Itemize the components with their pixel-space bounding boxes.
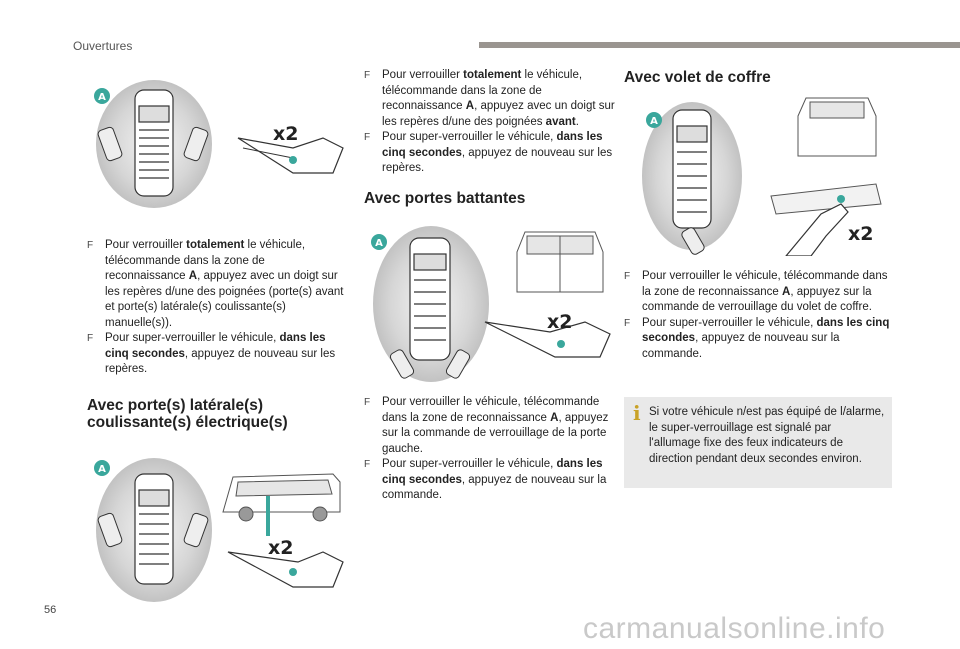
press-twice-label: x2 bbox=[273, 123, 298, 145]
info-box: i Si votre véhicule n/est pas équipé de … bbox=[624, 397, 892, 488]
tailgate-handle-closeup bbox=[770, 183, 882, 215]
info-text: Si votre véhicule n/est pas équipé de l/… bbox=[649, 406, 885, 465]
key-fobs bbox=[97, 512, 209, 548]
page-number: 56 bbox=[44, 604, 57, 616]
press-twice-label: x2 bbox=[268, 537, 293, 559]
key-fobs bbox=[389, 349, 471, 379]
col1-instructions: F Pour verrouiller totalement le véhicul… bbox=[87, 238, 345, 378]
instruction-item: F Pour super-verrouiller le véhicule, da… bbox=[87, 332, 336, 375]
zone-marker: A bbox=[94, 460, 110, 476]
press-twice-label: x2 bbox=[547, 311, 572, 333]
instruction-item: F Pour verrouiller le véhicule, télécomm… bbox=[364, 396, 609, 455]
arrow-indicator bbox=[266, 496, 270, 536]
header-bar bbox=[479, 42, 960, 48]
instruction-item: F Pour super-verrouiller le véhicule, da… bbox=[364, 458, 607, 501]
van-top-view bbox=[134, 473, 174, 585]
van-side-view bbox=[222, 473, 341, 522]
instruction-item: F Pour verrouiller totalement le véhicul… bbox=[87, 239, 344, 329]
zone-marker: A bbox=[94, 88, 110, 104]
hand-pressing-button bbox=[785, 203, 849, 256]
heading-swing-doors: Avec portes battantes bbox=[364, 190, 526, 207]
svg-text:A: A bbox=[98, 92, 106, 103]
instruction-item: F Pour super-verrouiller le véhicule, da… bbox=[364, 131, 613, 174]
col3-instructions: F Pour verrouiller le véhicule, télécomm… bbox=[624, 269, 890, 362]
illustration-electric-sliding-doors: A x2 bbox=[94, 458, 344, 602]
bullet-icon: F bbox=[364, 397, 371, 408]
van-top-view bbox=[409, 237, 451, 361]
bullet-icon: F bbox=[624, 271, 631, 282]
col2-instructions-bottom: F Pour verrouiller le véhicule, télécomm… bbox=[364, 395, 618, 504]
bullet-icon: F bbox=[364, 459, 371, 470]
van-top-view bbox=[134, 89, 174, 197]
instruction-item: F Pour super-verrouiller le véhicule, da… bbox=[624, 316, 890, 360]
watermark: carmanualsonline.info bbox=[583, 612, 886, 645]
zone-marker: A bbox=[371, 234, 387, 250]
svg-text:A: A bbox=[650, 116, 658, 127]
bullet-icon: F bbox=[624, 317, 631, 329]
bullet-icon: F bbox=[364, 132, 371, 143]
hand-pressing-handle bbox=[237, 137, 344, 174]
info-icon: i bbox=[633, 401, 641, 425]
van-rear-view bbox=[516, 231, 604, 293]
key-fob bbox=[681, 227, 705, 255]
press-twice-label: x2 bbox=[848, 223, 873, 245]
illustration-manual-doors: A x2 bbox=[94, 80, 344, 208]
svg-text:A: A bbox=[375, 238, 383, 249]
svg-text:A: A bbox=[98, 464, 106, 475]
key-fob-right bbox=[183, 126, 209, 162]
heading-electric-sliding-doors: Avec porte(s) latérale(s) coulissante(s)… bbox=[87, 397, 288, 431]
instruction-item: F Pour verrouiller totalement le véhicul… bbox=[364, 69, 615, 128]
key-fob-left bbox=[97, 126, 123, 162]
illustration-tailgate-window: A x2 bbox=[642, 97, 882, 256]
section-title: Ouvertures bbox=[73, 39, 133, 53]
van-top-view bbox=[672, 109, 712, 229]
instruction-item: F Pour verrouiller le véhicule, télécomm… bbox=[624, 270, 888, 313]
bullet-icon: F bbox=[87, 240, 94, 251]
hand-pressing-button bbox=[227, 551, 344, 588]
bullet-icon: F bbox=[87, 333, 94, 344]
hand-pressing-button bbox=[484, 321, 611, 358]
illustration-swing-doors: A x2 bbox=[371, 226, 611, 382]
zone-marker: A bbox=[646, 112, 662, 128]
bullet-icon: F bbox=[364, 70, 371, 81]
col2-instructions-top: F Pour verrouiller totalement le véhicul… bbox=[364, 68, 618, 177]
van-rear-view bbox=[797, 97, 877, 157]
heading-tailgate-window: Avec volet de coffre bbox=[624, 69, 771, 86]
